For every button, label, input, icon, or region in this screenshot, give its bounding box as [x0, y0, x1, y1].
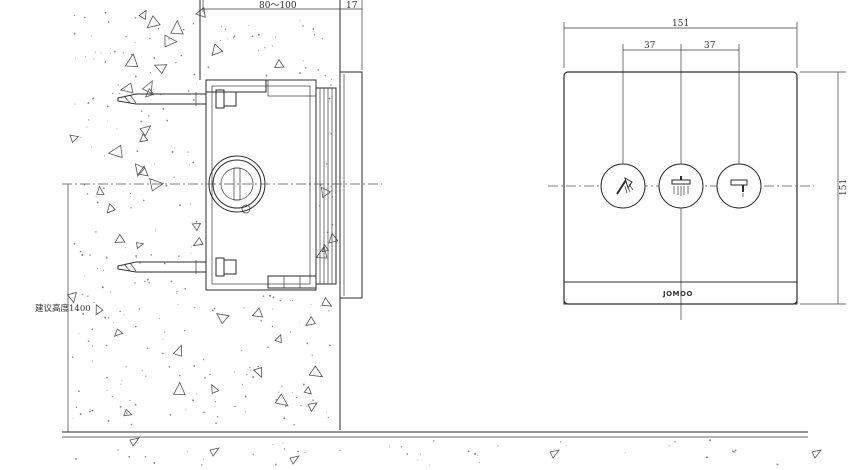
anchor-bolt-top — [117, 89, 237, 109]
wall-depth-dimension: 80～100 — [259, 1, 297, 11]
cover-panel-brand-strip — [563, 281, 798, 305]
cover-plate-side — [339, 71, 363, 299]
spout-icon — [730, 179, 748, 197]
overhead-shower-button[interactable] — [658, 163, 704, 209]
recommended-height-note: 建议高度1400 — [35, 303, 91, 314]
hand-shower-icon — [616, 176, 634, 195]
button-spacing-left: 37 — [644, 41, 656, 51]
front-view: 151 37 37 151 JOMOO — [548, 19, 849, 320]
valve-box-terminal-block — [267, 275, 317, 289]
brand-logo: JOMOO — [662, 290, 693, 298]
valve-box-ribbed-collar — [315, 87, 337, 285]
anchor-bolt-bottom — [117, 257, 237, 277]
overhead-shower-icon — [671, 176, 691, 196]
valve-box-inner — [211, 85, 311, 285]
spout-button[interactable] — [716, 163, 762, 209]
concrete-wall-hatch — [66, 7, 822, 467]
panel-thickness-dimension: 17 — [346, 1, 358, 11]
panel-width-dimension: 151 — [672, 19, 689, 29]
valve-box-top-flange — [267, 79, 317, 97]
side-view: 80～100 17 — [35, 0, 822, 467]
panel-height-dimension: 151 — [839, 179, 849, 196]
valve-cartridge-ring — [208, 155, 266, 214]
button-spacing-right: 37 — [704, 41, 716, 51]
hand-shower-button[interactable] — [600, 163, 646, 209]
